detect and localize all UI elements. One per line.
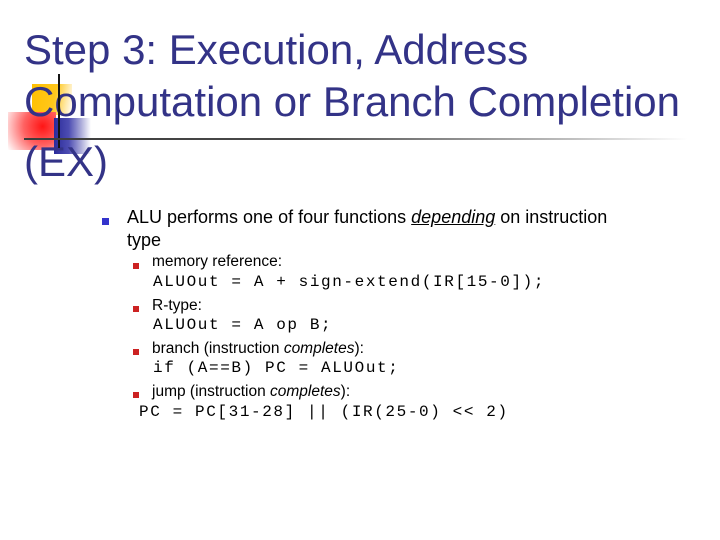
bullet-text-line2: type: [127, 230, 162, 250]
code-line-r-type: ALUOut = A op B;: [153, 316, 333, 334]
level1-bullet-text: ALU performs one of four functions depen…: [127, 206, 687, 252]
level2-bullet-marker: [133, 349, 139, 355]
decor-yellow-square: [32, 84, 72, 115]
level2-bullet-marker: [133, 392, 139, 398]
level2-bullet-marker: [133, 306, 139, 312]
code-line-branch: if (A==B) PC = ALUOut;: [153, 359, 400, 377]
subitem-label-memory-reference: memory reference:: [152, 252, 282, 271]
level2-bullet-marker: [133, 263, 139, 269]
subitem-label-r-type: R-type:: [152, 296, 202, 315]
subitem-label-branch: branch (instruction completes):: [152, 339, 364, 358]
slide-title-line-2: Computation or Branch Completion: [24, 78, 681, 125]
label-text: branch (instruction: [152, 340, 284, 357]
slide-title-line-1: Step 3: Execution, Address: [24, 26, 529, 73]
label-italic: completes: [283, 340, 355, 357]
decor-blue-square: [54, 118, 91, 154]
bullet-text-emphasis: depending: [411, 207, 496, 227]
label-text: jump (instruction: [152, 383, 271, 400]
subitem-label-jump: jump (instruction completes):: [152, 382, 350, 401]
decor-red-square: [8, 112, 56, 150]
bullet-text-before: ALU performs one of four functions: [127, 207, 412, 227]
level1-bullet-marker: [102, 218, 109, 225]
label-tail: ):: [340, 383, 351, 400]
decor-vertical-line: [58, 74, 60, 148]
label-text: memory reference:: [152, 253, 283, 270]
code-line-memory-reference: ALUOut = A + sign-extend(IR[15-0]);: [153, 273, 546, 291]
label-italic: completes: [270, 383, 341, 400]
code-line-jump: PC = PC[31-28] || (IR(25-0) << 2): [139, 403, 509, 421]
title-underline-rule: [24, 138, 708, 140]
label-tail: ):: [354, 340, 364, 357]
slide-title-line-3: (EX): [24, 138, 108, 185]
label-text: R-type:: [152, 297, 202, 314]
bullet-text-after: on instruction: [495, 207, 608, 227]
